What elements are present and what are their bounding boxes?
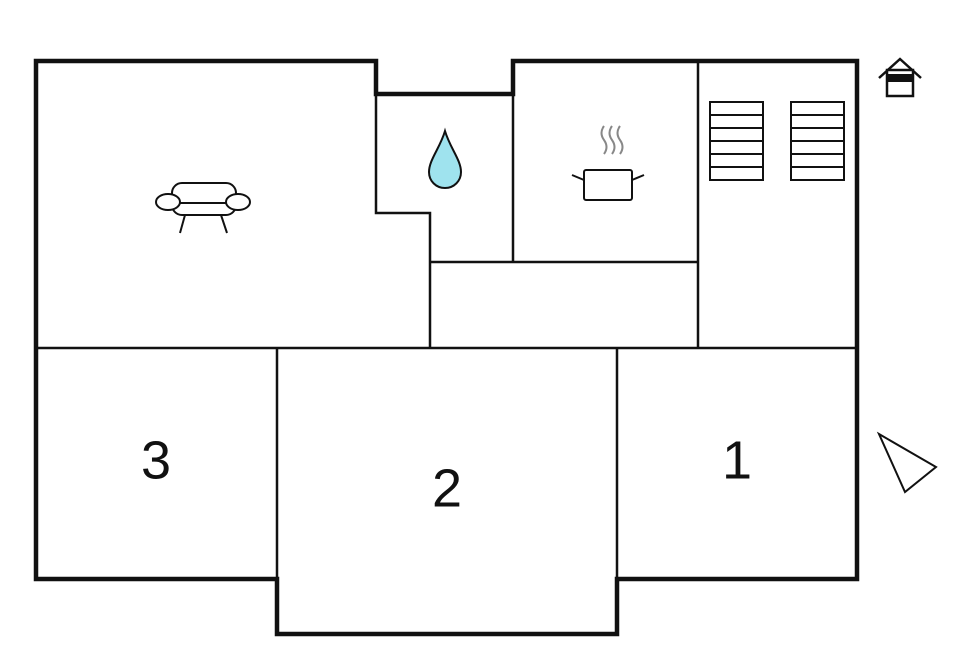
house-entrance-icon [878,57,922,98]
cooking-pot-icon [571,125,645,201]
interior-walls [36,61,857,579]
water-drop-icon [427,127,463,190]
room-2-label: 2 [432,458,462,518]
north-arrow-icon [876,431,938,494]
stairs-icon [709,101,845,181]
sofa-icon [155,182,251,234]
room-3-label: 3 [141,430,171,490]
room-1-label: 1 [722,430,752,490]
